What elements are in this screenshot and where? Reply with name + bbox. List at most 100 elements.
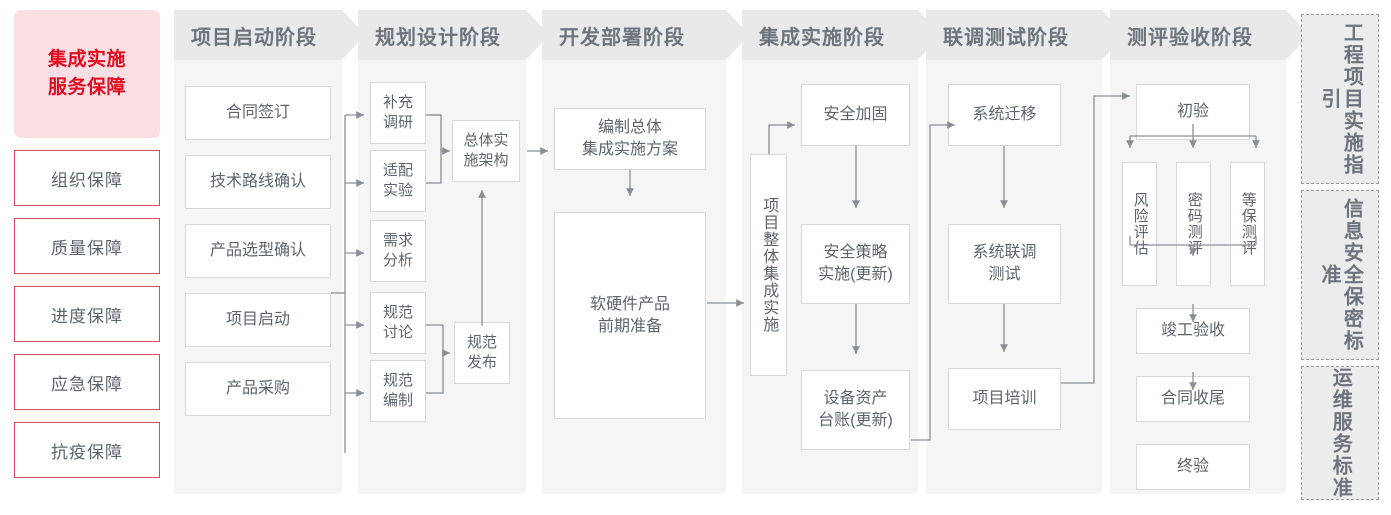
- node-project-kickoff[interactable]: 项目启动: [185, 293, 331, 347]
- phase-body-acceptance: 初验 风险评估 密码测评 等保测评 竣工验收 合同收尾 终验: [1110, 60, 1286, 494]
- node-initial-accept[interactable]: 初验: [1136, 84, 1250, 140]
- node-label: 总体实施架构: [463, 131, 509, 169]
- node-overall-arch[interactable]: 总体实施架构: [452, 120, 520, 182]
- node-label: 项目整体集成实施: [760, 197, 778, 333]
- node-tech-route[interactable]: 技术路线确认: [185, 155, 331, 209]
- phase-title: 测评验收阶段: [1127, 26, 1253, 49]
- brand-title-line1: 集成实施: [47, 49, 126, 71]
- node-label: 安全加固: [823, 106, 888, 124]
- node-label: 合同签订: [225, 104, 290, 122]
- node-grade-eval[interactable]: 等保测评: [1230, 162, 1265, 286]
- phase-column-planning: 规划设计阶段 补充调研 适配实验 需求分析 规范讨论 规范编制 总体实施架构: [358, 10, 549, 494]
- node-label: 规范发布: [466, 333, 497, 371]
- node-overall-integration[interactable]: 项目整体集成实施: [750, 154, 787, 376]
- node-overall-plan[interactable]: 编制总体集成实施方案: [554, 108, 706, 170]
- node-hw-sw-prep[interactable]: 软硬件产品前期准备: [554, 212, 706, 419]
- node-label: 软硬件产品前期准备: [589, 295, 670, 335]
- node-label: 初验: [1176, 103, 1209, 121]
- node-label: 需求分析: [382, 231, 413, 269]
- node-label: 风险评估: [1131, 192, 1149, 256]
- node-label: 产品采购: [225, 380, 290, 398]
- sidebar-item-label: 组织保障: [51, 170, 123, 190]
- phase-body-deploy: 编制总体集成实施方案 软硬件产品前期准备: [542, 60, 726, 494]
- phase-body-jointtest: 系统迁移 系统联调测试 项目培训: [926, 60, 1102, 494]
- node-label: 系统迁移: [972, 106, 1037, 124]
- sidebar-item-label: 质量保障: [51, 238, 123, 258]
- node-product-select[interactable]: 产品选型确认: [185, 224, 331, 278]
- node-spec-release[interactable]: 规范发布: [454, 322, 510, 384]
- node-spec-draft[interactable]: 规范编制: [370, 360, 426, 422]
- phase-column-startup: 项目启动阶段 合同签订 技术路线确认 产品选型确认 项目启动 产品采购: [174, 10, 365, 494]
- node-label: 规范讨论: [382, 303, 413, 341]
- node-completion-accept[interactable]: 竣工验收: [1136, 308, 1250, 354]
- node-label: 项目培训: [972, 390, 1037, 408]
- phase-title: 开发部署阶段: [559, 26, 685, 49]
- phase-body-integration: 项目整体集成实施 安全加固 安全策略实施(更新) 设备资产台账(更新): [742, 60, 918, 494]
- phase-header-deploy: 开发部署阶段: [542, 10, 749, 60]
- node-label: 等保测评: [1239, 192, 1257, 256]
- rail-label: 信息安全保密标准: [1318, 198, 1363, 352]
- node-adapt-test[interactable]: 适配实验: [370, 150, 426, 212]
- node-product-purchase[interactable]: 产品采购: [185, 362, 331, 416]
- node-project-training[interactable]: 项目培训: [948, 368, 1061, 430]
- phase-column-jointtest: 联调测试阶段 系统迁移 系统联调测试 项目培训: [926, 10, 1125, 494]
- left-sidebar: 集成实施 服务保障 组织保障 质量保障 进度保障 应急保障 抗疫保障: [14, 10, 160, 478]
- node-req-analysis[interactable]: 需求分析: [370, 220, 426, 282]
- sidebar-item-quality[interactable]: 质量保障: [14, 218, 160, 274]
- node-system-migrate[interactable]: 系统迁移: [948, 84, 1061, 146]
- phase-column-deploy: 开发部署阶段 编制总体集成实施方案 软硬件产品前期准备: [542, 10, 749, 494]
- node-label: 技术路线确认: [209, 173, 306, 191]
- phase-header-acceptance: 测评验收阶段: [1110, 10, 1309, 60]
- rail-engineering-guide[interactable]: 工程项目实施指引: [1301, 14, 1379, 184]
- node-spec-discuss[interactable]: 规范讨论: [370, 292, 426, 354]
- node-label: 安全策略实施(更新): [818, 244, 893, 283]
- node-label: 竣工验收: [1160, 322, 1225, 340]
- rail-label: 工程项目实施指引: [1318, 22, 1363, 176]
- node-security-policy[interactable]: 安全策略实施(更新): [801, 224, 910, 304]
- phase-body-planning: 补充调研 适配实验 需求分析 规范讨论 规范编制 总体实施架构 规范发布: [358, 60, 526, 494]
- node-label: 产品选型确认: [209, 242, 306, 260]
- node-label: 系统联调测试: [972, 244, 1037, 283]
- node-label: 补充调研: [382, 93, 413, 131]
- node-label: 合同收尾: [1160, 390, 1225, 408]
- rail-infosec-standard[interactable]: 信息安全保密标准: [1301, 190, 1379, 360]
- rail-label: 运维服务标准: [1329, 367, 1352, 499]
- phase-header-integration: 集成实施阶段: [742, 10, 941, 60]
- node-label: 适配实验: [382, 161, 413, 199]
- node-label: 终验: [1176, 458, 1209, 476]
- phase-column-acceptance: 测评验收阶段 初验 风险评估 密码测评 等保测评 竣工验收 合同收尾 终验: [1110, 10, 1309, 494]
- node-extra-research[interactable]: 补充调研: [370, 82, 426, 144]
- node-joint-test[interactable]: 系统联调测试: [948, 224, 1061, 304]
- node-label: 规范编制: [382, 371, 413, 409]
- node-security-harden[interactable]: 安全加固: [801, 84, 910, 146]
- phase-body-startup: 合同签订 技术路线确认 产品选型确认 项目启动 产品采购: [174, 60, 342, 494]
- node-risk-assess[interactable]: 风险评估: [1122, 162, 1157, 286]
- node-final-accept[interactable]: 终验: [1136, 444, 1250, 490]
- node-contract-sign[interactable]: 合同签订: [185, 86, 331, 140]
- node-label: 编制总体集成实施方案: [581, 119, 678, 158]
- sidebar-item-label: 进度保障: [51, 306, 123, 326]
- sidebar-item-label: 抗疫保障: [51, 442, 123, 462]
- phase-header-jointtest: 联调测试阶段: [926, 10, 1125, 60]
- phase-title: 规划设计阶段: [375, 26, 501, 49]
- rail-ops-standard[interactable]: 运维服务标准: [1301, 366, 1379, 500]
- phase-title: 联调测试阶段: [943, 26, 1069, 49]
- node-label: 密码测评: [1185, 192, 1203, 256]
- node-contract-close[interactable]: 合同收尾: [1136, 376, 1250, 422]
- node-crypto-eval[interactable]: 密码测评: [1176, 162, 1211, 286]
- phase-header-startup: 项目启动阶段: [174, 10, 365, 60]
- sidebar-item-epidemic[interactable]: 抗疫保障: [14, 422, 160, 478]
- sidebar-item-schedule[interactable]: 进度保障: [14, 286, 160, 342]
- sidebar-item-organization[interactable]: 组织保障: [14, 150, 160, 206]
- sidebar-item-label: 应急保障: [51, 374, 123, 394]
- brand-title-line2: 服务保障: [47, 77, 126, 98]
- node-label: 设备资产台账(更新): [818, 390, 893, 429]
- phase-title: 项目启动阶段: [191, 26, 317, 49]
- node-asset-ledger[interactable]: 设备资产台账(更新): [801, 370, 910, 450]
- sidebar-item-emergency[interactable]: 应急保障: [14, 354, 160, 410]
- node-label: 项目启动: [225, 311, 290, 329]
- brand-title-box: 集成实施 服务保障: [14, 10, 160, 138]
- phase-column-integration: 集成实施阶段 项目整体集成实施 安全加固 安全策略实施(更新) 设备资产台账(更…: [742, 10, 941, 494]
- phase-header-planning: 规划设计阶段: [358, 10, 549, 60]
